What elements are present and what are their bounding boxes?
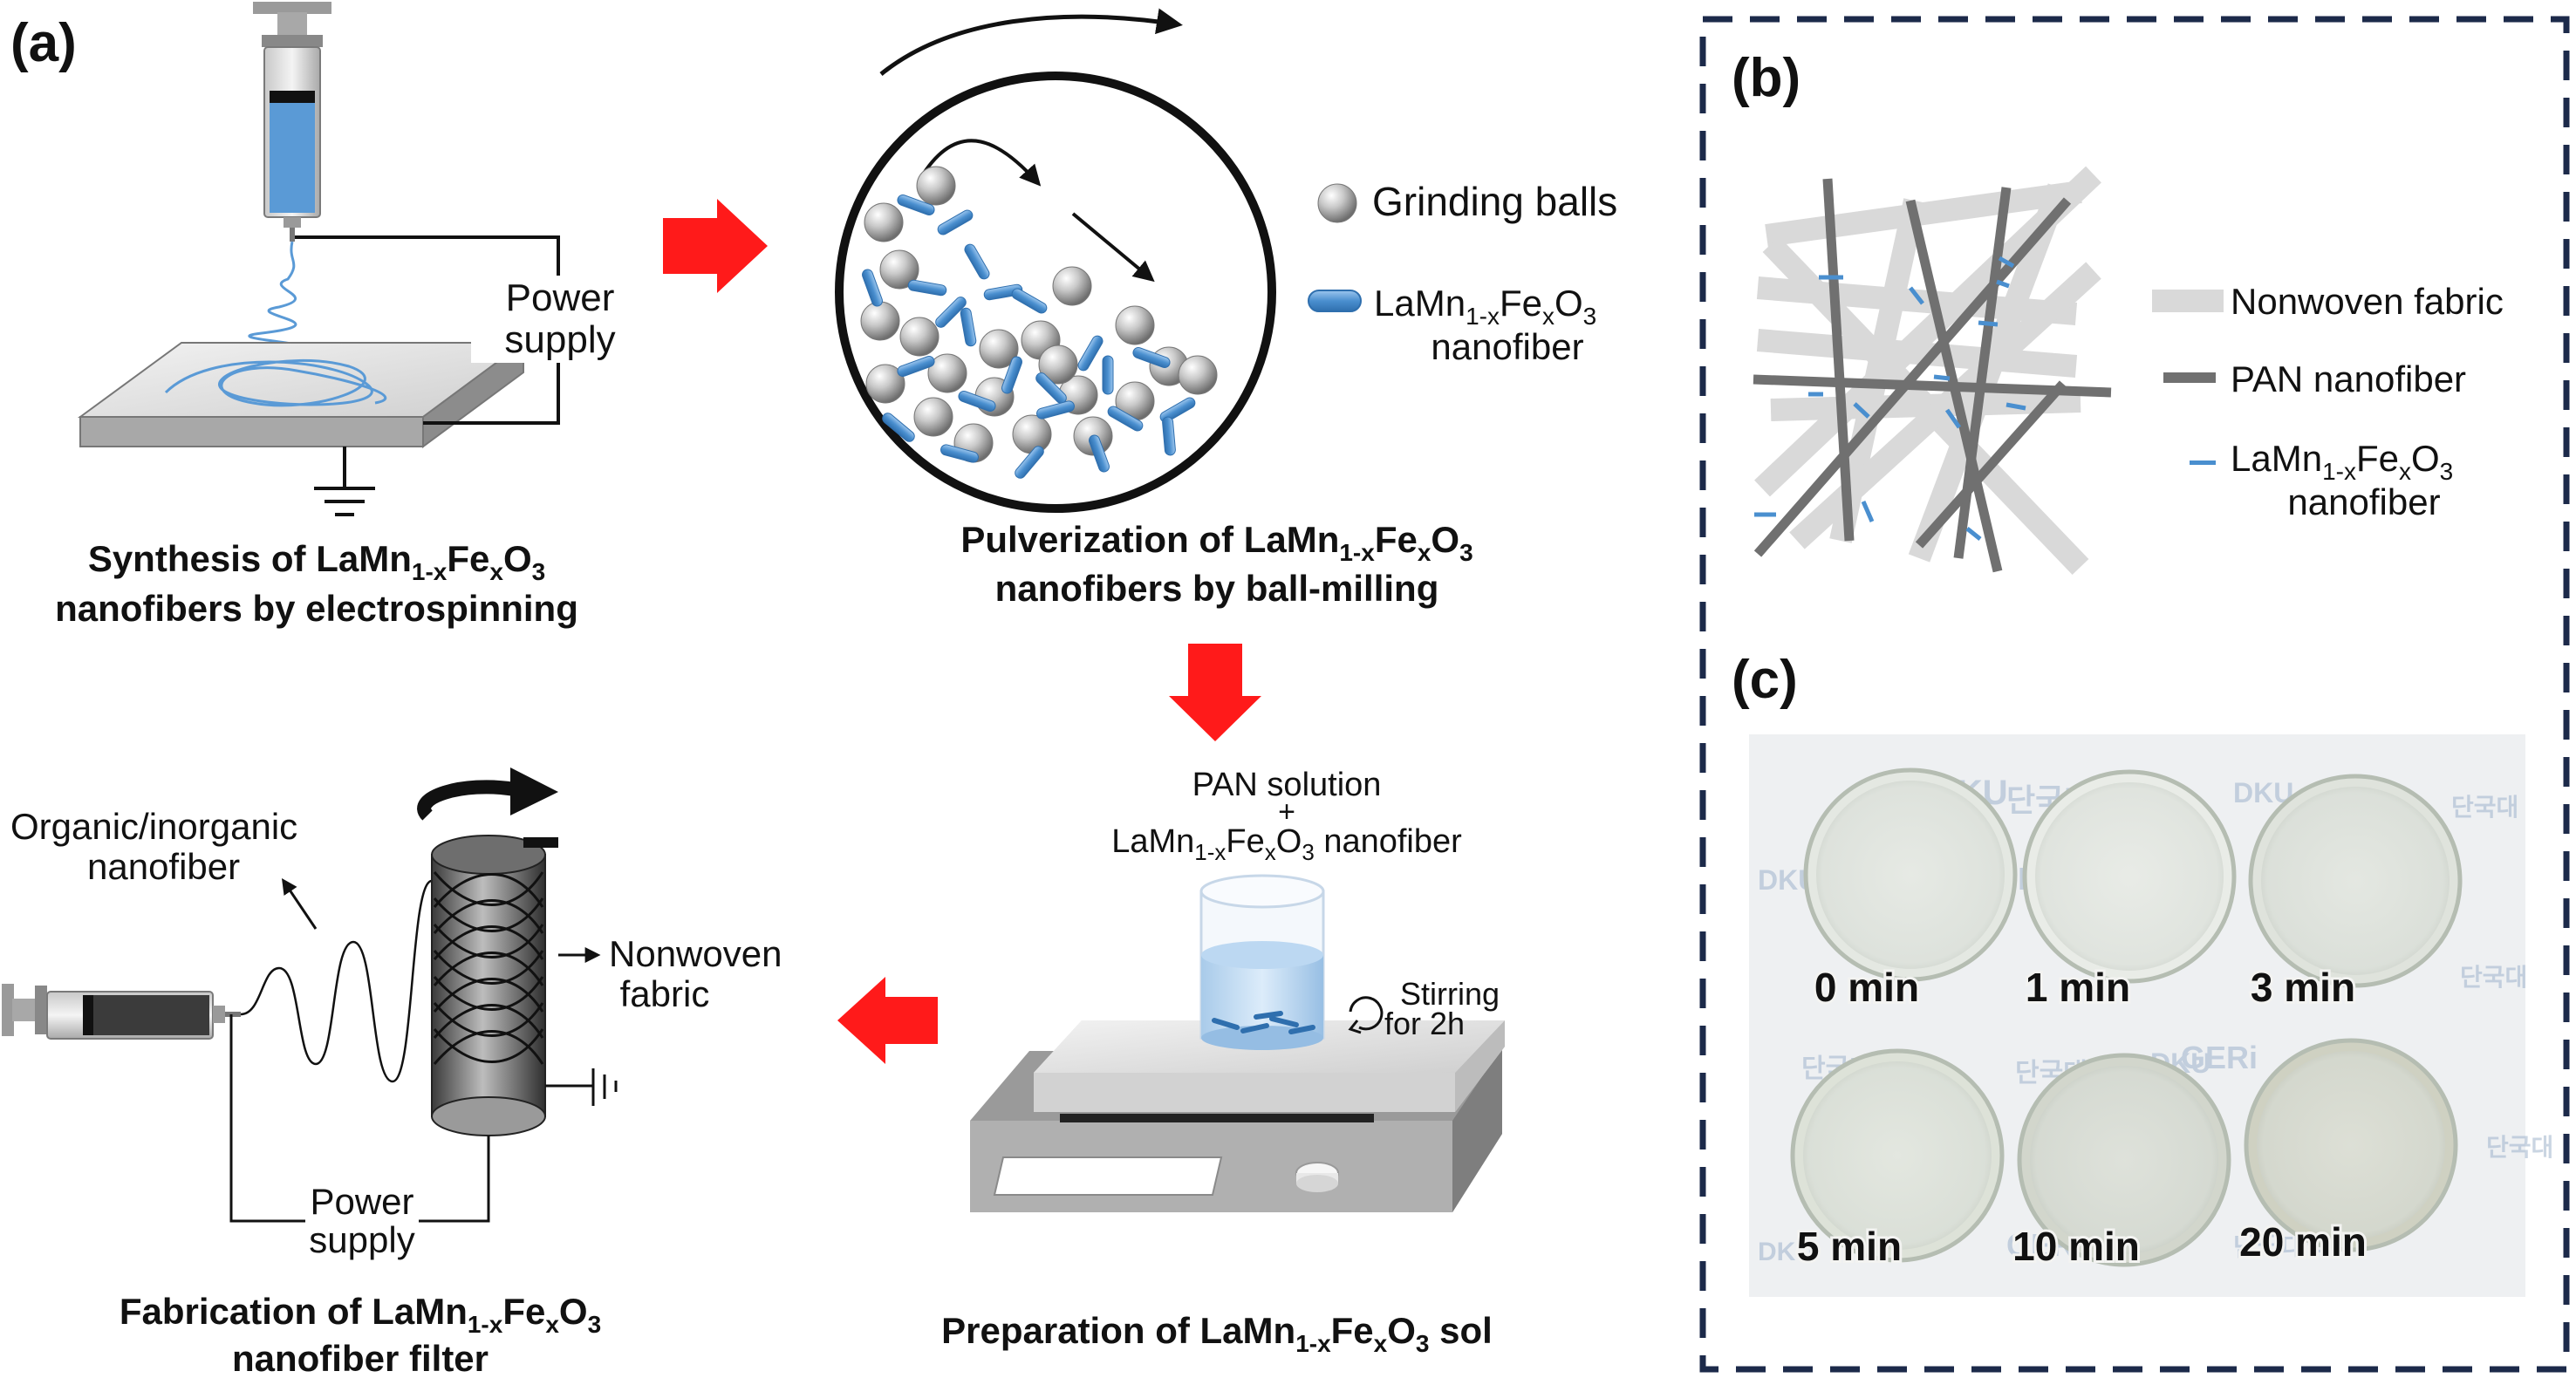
nanofiber-rod <box>983 283 1023 301</box>
legend-lmf-line2: nanofiber <box>2287 481 2440 522</box>
ball-mill-illustration <box>835 8 1276 513</box>
syringe-solution <box>270 103 315 213</box>
nanofiber-rod <box>1132 347 1171 368</box>
legend-grinding-balls: Grinding balls <box>1372 179 1617 224</box>
grinding-ball <box>979 329 1019 369</box>
panel-a-label: (a) <box>10 13 77 73</box>
nanofiber-rod <box>1011 288 1048 314</box>
grinding-balls <box>860 166 1218 463</box>
step2-caption-line1: Pulverization of LaMn1-xFexO3 <box>960 519 1472 566</box>
nanofiber-rod <box>960 307 977 347</box>
nanofiber-rod <box>964 243 990 280</box>
grinding-ball <box>860 301 900 341</box>
legend-nonwoven-swatch <box>2152 290 2224 312</box>
nanofiber-rod <box>935 297 967 328</box>
grinding-ball <box>1178 355 1218 395</box>
sample-time-label: 10 min <box>2012 1224 2140 1269</box>
legend-lmf-swatch <box>2190 460 2216 465</box>
step4-caption-line1: Fabrication of LaMn1-xFexO3 <box>120 1291 601 1338</box>
nanofiber-rod <box>882 413 915 442</box>
nanofiber-rod <box>897 194 935 215</box>
step1-caption-line1: Synthesis of LaMn1-xFexO3 <box>88 538 545 585</box>
sample-time-label: 5 min <box>1797 1224 1902 1269</box>
svg-text:GERi: GERi <box>2181 1040 2258 1075</box>
sample-time-label: 3 min <box>2251 965 2355 1010</box>
nanofiber-rod <box>1036 400 1075 420</box>
legend-pan-swatch <box>2163 372 2216 383</box>
step3-caption: Preparation of LaMn1-xFexO3 sol <box>941 1310 1493 1357</box>
nanofiber-rod <box>1077 335 1104 372</box>
legend-nanofiber-icon <box>1308 290 1362 312</box>
sample-photo: DKUDKU단국대학단국대GERiDKU단국대GERiDKU단국대학DKUGER… <box>1749 734 2553 1297</box>
svg-text:단국대: 단국대 <box>2460 964 2527 991</box>
legend-nanofiber-line1: LaMn1-xFexO3 <box>1374 283 1596 330</box>
nanofiber-rod <box>958 391 996 412</box>
step4-fabric: fabric <box>620 973 710 1014</box>
step3-nanofiber-line: LaMn1-xFexO3 nanofiber <box>1111 823 1462 865</box>
grinding-ball <box>864 202 904 242</box>
step3-for-2h: for 2h <box>1384 1006 1465 1041</box>
sample-time-label: 1 min <box>2026 965 2130 1010</box>
grinding-ball <box>1038 344 1078 385</box>
nanofiber-rod <box>1102 355 1114 395</box>
grinding-ball <box>899 317 940 357</box>
step4-power: Power <box>310 1181 413 1222</box>
nanofiber-rod <box>1159 397 1196 423</box>
grinding-ball <box>865 364 905 404</box>
electrospinning-illustration <box>77 2 628 516</box>
step1-power-label: Power <box>506 276 615 319</box>
legend-ball-icon <box>1317 183 1357 223</box>
sample-time-label: 20 min <box>2239 1219 2367 1265</box>
step4-nonwoven: Nonwoven <box>609 933 782 974</box>
nonwoven-mesh <box>433 871 544 1065</box>
panel-b-label: (b) <box>1732 48 1800 108</box>
nanofiber-rod <box>907 279 947 297</box>
step4-organic: Organic/inorganic <box>10 806 297 847</box>
step2-caption-line2: nanofibers by ball-milling <box>995 568 1439 609</box>
svg-text:DKU: DKU <box>1758 1238 1814 1266</box>
step3-stirring: Stirring <box>1400 976 1500 1012</box>
filter-schematic <box>1753 166 2112 576</box>
grinding-ball <box>1012 414 1052 454</box>
step1-supply-label: supply <box>504 318 615 361</box>
nanofiber-rod <box>1001 356 1022 394</box>
nanofiber-rod <box>862 269 883 307</box>
stirrer-illustration <box>970 874 1505 1212</box>
milled-nanofibers <box>862 194 1196 479</box>
step3-pan-solution: PAN solution <box>1192 767 1382 803</box>
panel-bc-frame <box>1699 16 2570 1373</box>
nanofiber-rod <box>940 444 979 463</box>
nanofiber-rod <box>1107 406 1144 432</box>
grinding-ball <box>913 397 953 437</box>
legend-nonwoven-text: Nonwoven fabric <box>2231 281 2504 322</box>
grinding-ball <box>1052 266 1092 306</box>
arrow-left <box>837 977 938 1064</box>
nanofiber-rod <box>1089 434 1110 473</box>
nanofiber-rod <box>897 356 935 377</box>
arrow-down <box>1169 644 1261 741</box>
step4-caption-line2: nanofiber filter <box>232 1338 489 1378</box>
filter-fabrication-illustration <box>2 767 618 1223</box>
step3-plus: + <box>1278 795 1295 829</box>
legend-pan-text: PAN nanofiber <box>2231 358 2466 399</box>
step4-nanofiber: nanofiber <box>87 846 240 887</box>
legend-nanofiber-line2: nanofiber <box>1431 326 1583 367</box>
svg-text:단국대: 단국대 <box>2486 1134 2553 1161</box>
step4-supply: supply <box>309 1219 414 1260</box>
step1-caption-line2: nanofibers by electrospinning <box>55 588 578 629</box>
grinding-ball <box>879 249 919 290</box>
nanofiber-rod <box>1015 446 1044 479</box>
grinding-ball <box>1115 305 1155 345</box>
collector-drum <box>431 854 546 1117</box>
nanofiber-rod <box>937 209 974 235</box>
svg-text:단국대: 단국대 <box>2451 794 2518 821</box>
grinding-ball <box>916 166 956 206</box>
nanofiber-rod <box>1162 416 1176 456</box>
arrow-right-1 <box>663 199 768 293</box>
syringe-plunger-top <box>253 2 331 14</box>
panel-c-label: (c) <box>1732 650 1798 710</box>
legend-lmf-line1: LaMn1-xFexO3 <box>2231 438 2453 485</box>
grinding-ball <box>927 353 967 393</box>
sample-time-label: 0 min <box>1814 965 1919 1010</box>
